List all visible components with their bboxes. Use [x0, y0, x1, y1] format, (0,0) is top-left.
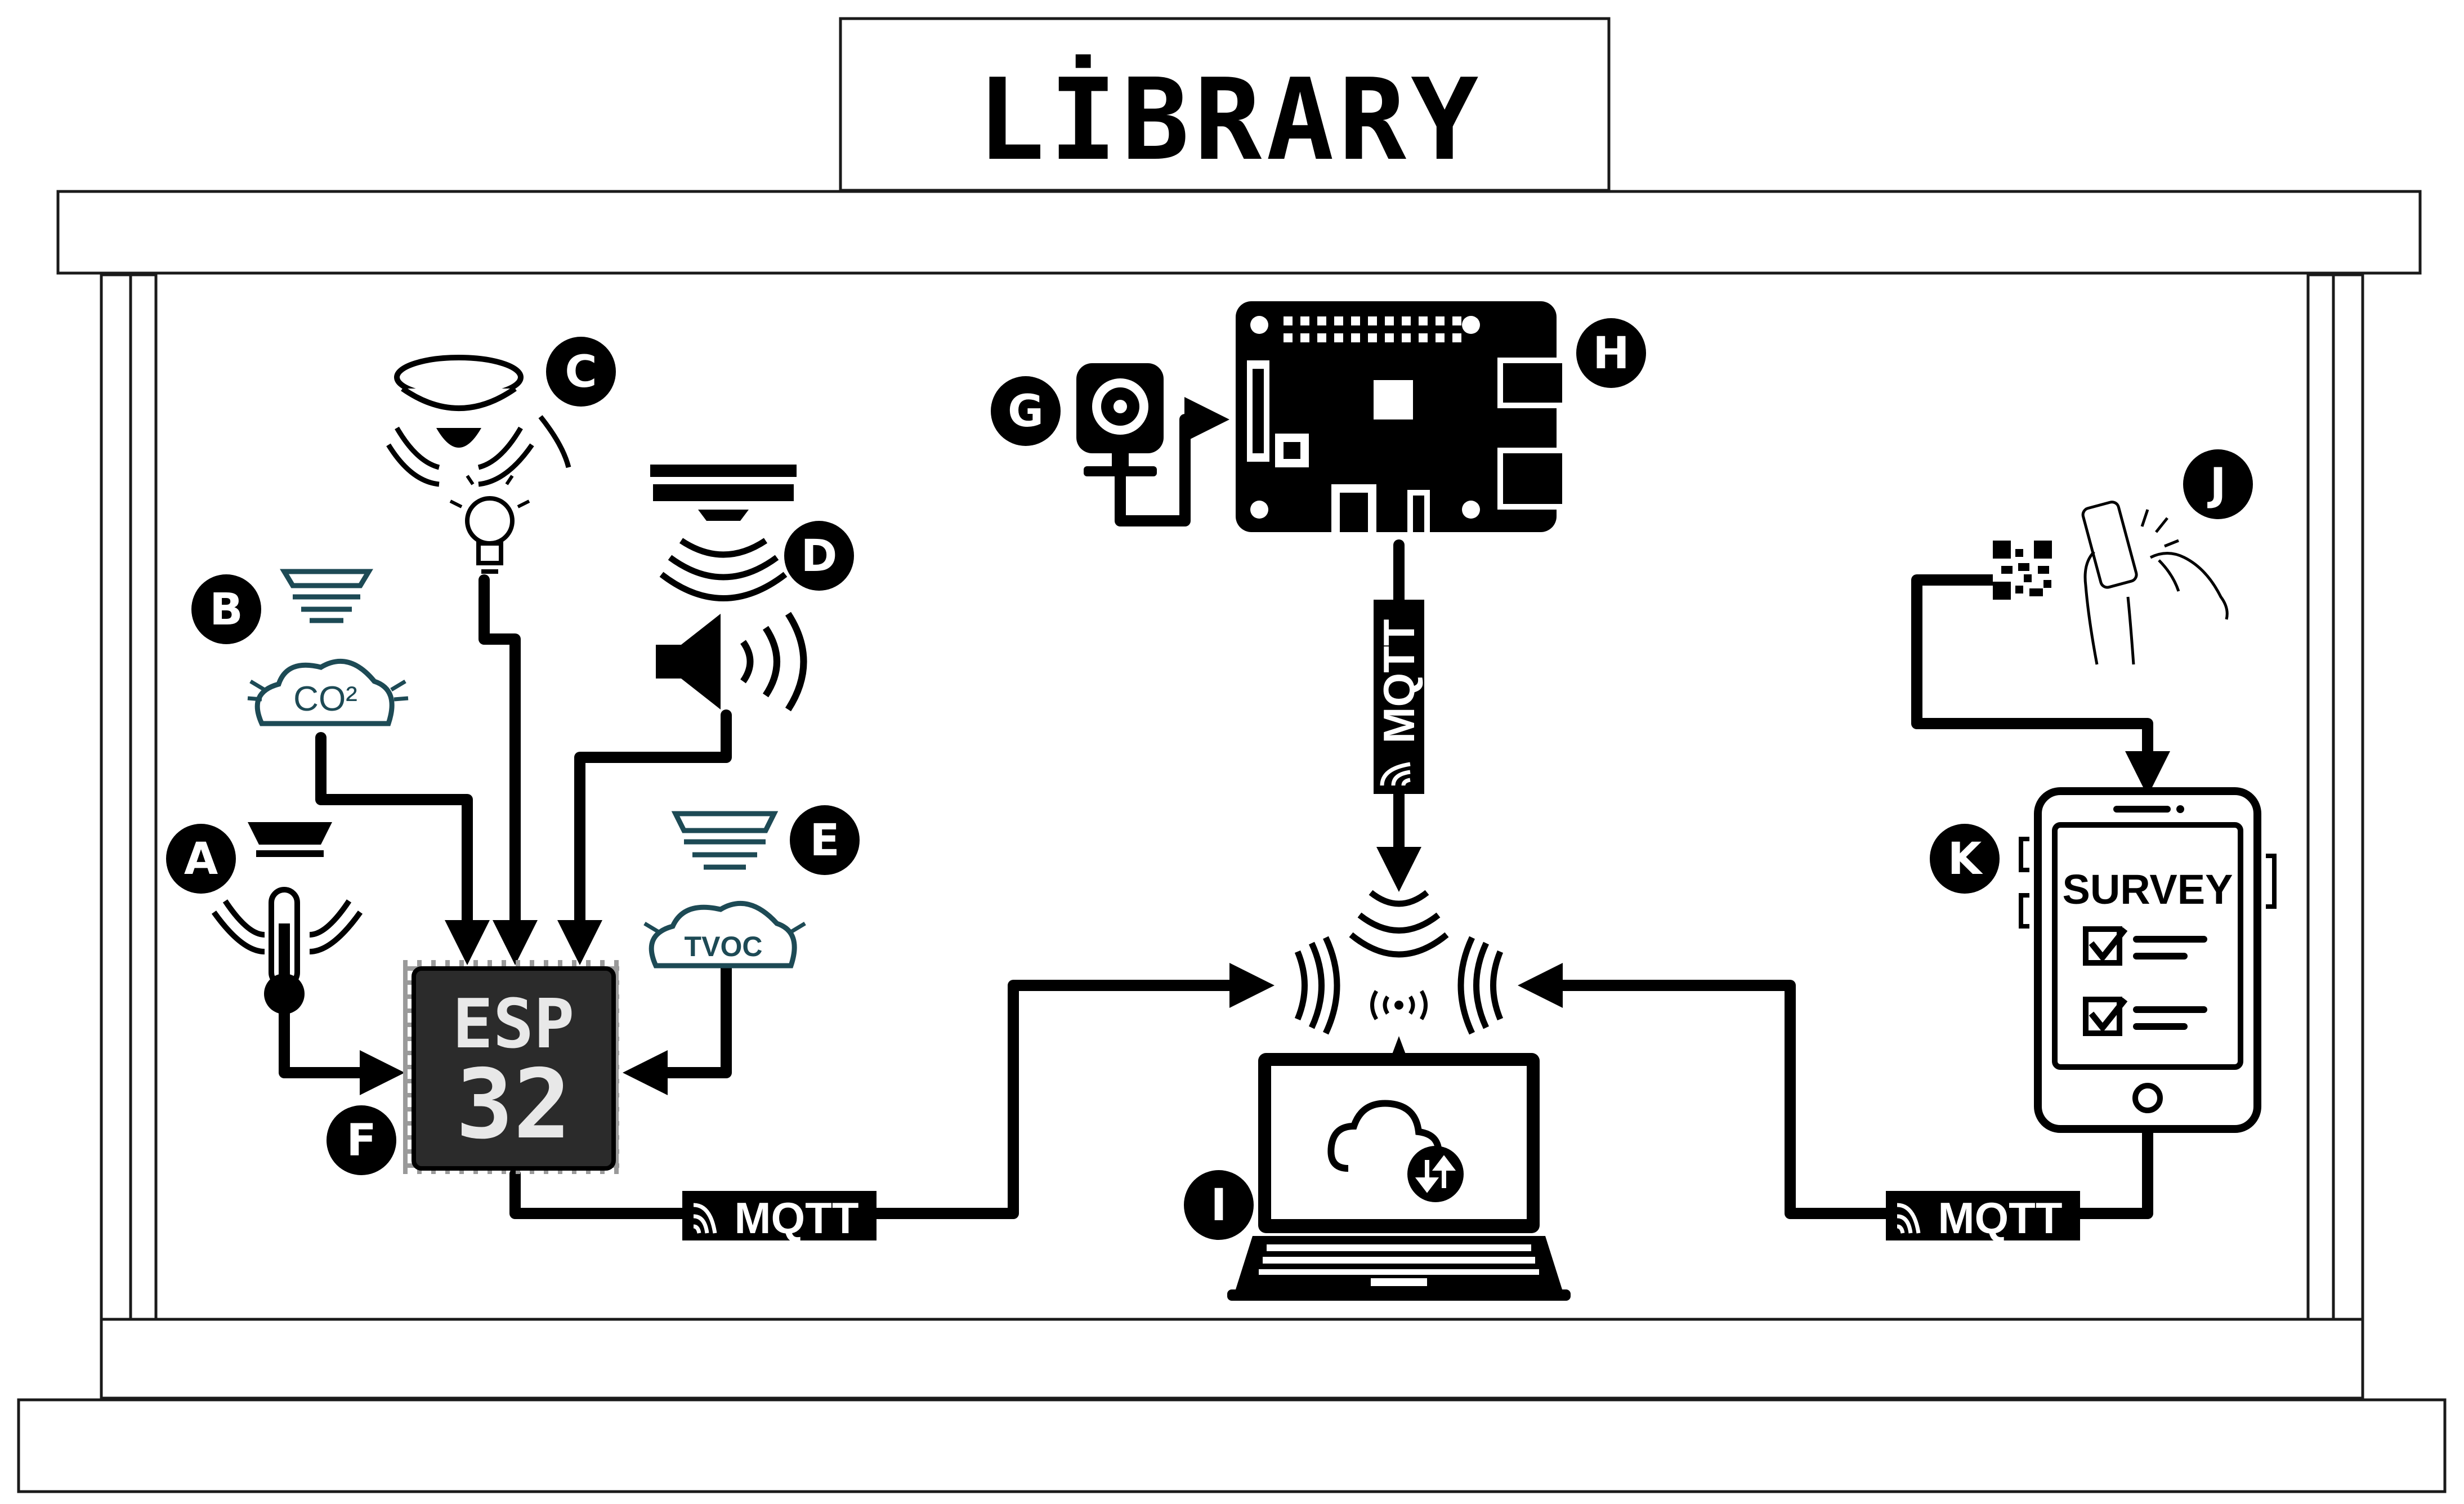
left-pillar-outer — [100, 273, 132, 1321]
webcam — [1076, 363, 1164, 476]
qr-scan — [1993, 501, 2229, 665]
cloud-icon — [254, 658, 395, 726]
letter-badges: A B C D E F G H I J K — [166, 318, 2253, 1240]
badge-h: H — [1576, 318, 1646, 388]
light-bulb-icon — [449, 475, 530, 574]
floor-lower — [17, 1398, 2447, 1493]
right-pillar-outer — [2332, 273, 2364, 1321]
raspberry-pi-board — [1236, 301, 1568, 532]
badge-i: I — [1184, 1170, 1254, 1240]
badge-c: C — [546, 337, 616, 407]
tvoc-label: TVOC — [685, 931, 763, 962]
antenna-broadcast-icon — [1370, 990, 1428, 1020]
temperature-sensor — [211, 822, 363, 1014]
badge-k: K — [1930, 824, 2000, 894]
svg-text:H: H — [1593, 328, 1629, 379]
mqtt-label-esp32: MQTT — [735, 1193, 859, 1243]
sensor-dome-icon — [248, 822, 332, 845]
library-title: LİBRARY — [977, 54, 1483, 186]
chip-label-line1: ESP — [453, 985, 575, 1064]
svg-text:J: J — [2207, 459, 2226, 510]
mqtt-label-pi: MQTT — [1374, 619, 1424, 744]
wire-phone-to-laptop — [1518, 963, 2153, 1219]
cloud-icon — [649, 900, 797, 969]
gpio-header — [1284, 316, 1461, 342]
badge-g: G — [991, 376, 1061, 446]
mqtt-waves-icon — [1380, 762, 1411, 786]
svg-text:D: D — [801, 531, 838, 582]
svg-text:C: C — [565, 347, 597, 398]
speaker-icon — [656, 614, 721, 709]
wire-e-to-esp32 — [623, 963, 732, 1095]
roof-beam — [56, 190, 2422, 275]
wire-b-to-esp32 — [315, 732, 490, 965]
tvoc-sensor: TVOC — [643, 811, 806, 969]
hand-phone-icon — [2081, 501, 2229, 665]
survey-checkbox-2 — [2083, 997, 2207, 1036]
sound-sensor — [650, 465, 807, 712]
building-frame — [17, 17, 2447, 1493]
esp32-chip: ESP 32 — [403, 960, 619, 1174]
survey-phone: SURVEY — [2019, 787, 2277, 1133]
svg-text:G: G — [1008, 386, 1044, 437]
laptop-cloud-server — [1227, 890, 1571, 1301]
dome-camera-icon — [436, 428, 481, 448]
signal-waves-icon — [211, 899, 363, 954]
svg-text:F: F — [346, 1115, 376, 1166]
light-sensor — [386, 355, 571, 574]
wire-esp32-to-laptop — [509, 963, 1275, 1219]
survey-heading: SURVEY — [2063, 866, 2233, 913]
mqtt-waves-icon — [693, 1203, 717, 1234]
co2-sensor: CO² — [247, 569, 409, 726]
badge-a: A — [166, 824, 236, 894]
badge-b: B — [191, 574, 261, 644]
wire-c-to-esp32 — [479, 574, 538, 965]
svg-text:I: I — [1210, 1180, 1227, 1231]
roof-sign — [839, 17, 1611, 192]
mqtt-badge-pi: MQTT — [1374, 600, 1424, 794]
chip-label-line2: 32 — [456, 1049, 571, 1161]
wire-a-to-esp32 — [279, 994, 405, 1095]
qr-code-icon — [1993, 541, 2052, 600]
badge-j: J — [2183, 449, 2253, 519]
right-pillar-inner — [2306, 273, 2335, 1321]
mqtt-label-phone: MQTT — [1938, 1193, 2063, 1243]
svg-text:A: A — [184, 834, 218, 885]
mqtt-badge-phone: MQTT — [1886, 1191, 2080, 1243]
wire-d-to-esp32 — [557, 709, 732, 965]
cloud-icon — [1327, 1100, 1442, 1172]
co2-label: CO² — [293, 680, 357, 718]
mqtt-badge-esp32: MQTT — [682, 1191, 877, 1243]
wire-camera-to-pi — [1115, 397, 1229, 526]
wifi-waves-icon — [1294, 890, 1504, 1035]
wire-qr-to-phone — [1911, 574, 2170, 796]
badge-d: D — [784, 521, 854, 591]
left-pillar-inner — [129, 273, 158, 1321]
svg-text:B: B — [209, 584, 243, 635]
svg-text:K: K — [1948, 834, 1983, 885]
floor-upper — [100, 1318, 2364, 1400]
connections — [279, 397, 2170, 1219]
signal-waves-icon — [659, 538, 788, 601]
badge-e: E — [790, 805, 860, 875]
svg-text:E: E — [810, 815, 839, 866]
badge-f: F — [327, 1105, 396, 1175]
survey-checkbox-1 — [2083, 926, 2207, 966]
signal-waves-icon — [386, 415, 571, 487]
mqtt-waves-icon — [1897, 1203, 1921, 1234]
sync-icon — [1407, 1146, 1464, 1202]
